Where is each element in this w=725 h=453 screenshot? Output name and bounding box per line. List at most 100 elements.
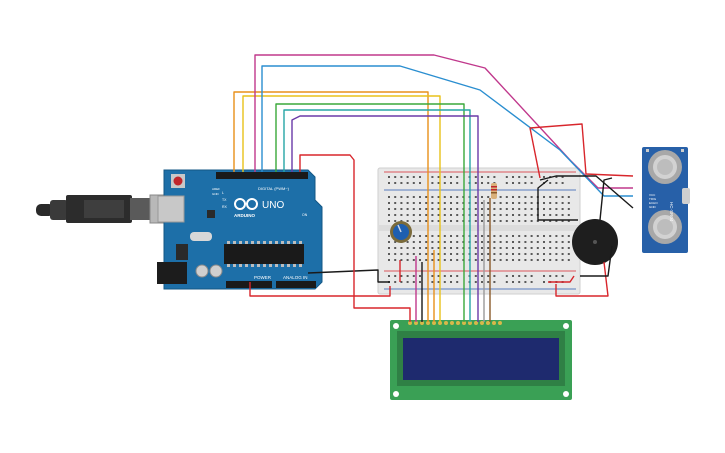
lcd-pin-header[interactable] <box>408 321 502 325</box>
breadboard-hole[interactable] <box>505 281 508 283</box>
breadboard-hole[interactable] <box>543 202 545 204</box>
breadboard-hole[interactable] <box>431 176 434 178</box>
breadboard-hole[interactable] <box>505 259 508 261</box>
breadboard-hole[interactable] <box>567 235 570 237</box>
breadboard-hole[interactable] <box>412 281 415 283</box>
breadboard-hole[interactable] <box>394 208 397 210</box>
breadboard-hole[interactable] <box>394 196 397 198</box>
breadboard-hole[interactable] <box>412 235 415 237</box>
breadboard-hole[interactable] <box>394 202 397 204</box>
breadboard-hole[interactable] <box>437 259 440 261</box>
breadboard-hole[interactable] <box>505 196 508 198</box>
breadboard-hole[interactable] <box>456 235 459 237</box>
breadboard-hole[interactable] <box>555 247 558 249</box>
breadboard-hole[interactable] <box>394 259 397 261</box>
breadboard-hole[interactable] <box>512 275 514 277</box>
breadboard-hole[interactable] <box>567 214 570 216</box>
breadboard-hole[interactable] <box>400 196 403 198</box>
breadboard-hole[interactable] <box>543 241 545 243</box>
breadboard-hole[interactable] <box>561 275 564 277</box>
breadboard-hole[interactable] <box>456 247 459 249</box>
breadboard-hole[interactable] <box>512 281 514 283</box>
breadboard-hole[interactable] <box>450 253 452 255</box>
breadboard-hole[interactable] <box>505 275 508 277</box>
breadboard-hole[interactable] <box>561 220 564 222</box>
breadboard-hole[interactable] <box>400 214 403 216</box>
breadboard-hole[interactable] <box>543 235 545 237</box>
breadboard-hole[interactable] <box>481 247 483 249</box>
breadboard-hole[interactable] <box>561 214 564 216</box>
breadboard-hole[interactable] <box>474 220 477 222</box>
breadboard-hole[interactable] <box>567 220 570 222</box>
breadboard-hole[interactable] <box>388 259 390 261</box>
breadboard-hole[interactable] <box>512 220 514 222</box>
lcd-pin[interactable] <box>498 321 502 325</box>
wires[interactable] <box>233 54 634 322</box>
breadboard-hole[interactable] <box>567 259 570 261</box>
breadboard-hole[interactable] <box>536 220 539 222</box>
breadboard-hole[interactable] <box>456 259 459 261</box>
breadboard-hole[interactable] <box>524 253 527 255</box>
breadboard-hole[interactable] <box>487 259 490 261</box>
breadboard-hole[interactable] <box>437 247 440 249</box>
breadboard-hole[interactable] <box>406 281 409 283</box>
breadboard-hole[interactable] <box>481 182 483 184</box>
breadboard-hole[interactable] <box>524 196 527 198</box>
breadboard-hole[interactable] <box>481 220 483 222</box>
breadboard-hole[interactable] <box>536 241 539 243</box>
breadboard-hole[interactable] <box>543 253 545 255</box>
breadboard-holes[interactable] <box>388 176 570 283</box>
breadboard-hole[interactable] <box>412 202 415 204</box>
breadboard-hole[interactable] <box>400 247 403 249</box>
piezo-buzzer[interactable] <box>572 219 618 265</box>
breadboard-hole[interactable] <box>555 176 558 178</box>
lcd-pin[interactable] <box>420 321 424 325</box>
breadboard-hole[interactable] <box>431 253 434 255</box>
breadboard-hole[interactable] <box>512 235 514 237</box>
breadboard-hole[interactable] <box>412 182 415 184</box>
breadboard-hole[interactable] <box>543 196 545 198</box>
breadboard-hole[interactable] <box>499 208 502 210</box>
breadboard-hole[interactable] <box>425 247 428 249</box>
breadboard-hole[interactable] <box>567 247 570 249</box>
breadboard-hole[interactable] <box>388 176 390 178</box>
breadboard-hole[interactable] <box>431 196 434 198</box>
breadboard-hole[interactable] <box>530 259 533 261</box>
breadboard-hole[interactable] <box>530 275 533 277</box>
breadboard-hole[interactable] <box>425 253 428 255</box>
breadboard-hole[interactable] <box>524 259 527 261</box>
breadboard-hole[interactable] <box>493 259 496 261</box>
breadboard-hole[interactable] <box>567 253 570 255</box>
breadboard-hole[interactable] <box>443 202 446 204</box>
breadboard-hole[interactable] <box>536 235 539 237</box>
breadboard-hole[interactable] <box>481 208 483 210</box>
lcd-pin[interactable] <box>456 321 460 325</box>
breadboard-hole[interactable] <box>450 182 452 184</box>
lcd-pin[interactable] <box>480 321 484 325</box>
breadboard-hole[interactable] <box>561 235 564 237</box>
breadboard-hole[interactable] <box>431 275 434 277</box>
breadboard-hole[interactable] <box>394 247 397 249</box>
breadboard-hole[interactable] <box>437 281 440 283</box>
breadboard-hole[interactable] <box>524 281 527 283</box>
resistor[interactable] <box>491 183 497 199</box>
breadboard-hole[interactable] <box>474 247 477 249</box>
breadboard-hole[interactable] <box>549 214 552 216</box>
breadboard-hole[interactable] <box>524 220 527 222</box>
breadboard-hole[interactable] <box>555 182 558 184</box>
breadboard-hole[interactable] <box>561 241 564 243</box>
breadboard-hole[interactable] <box>388 214 390 216</box>
breadboard-hole[interactable] <box>450 235 452 237</box>
breadboard-hole[interactable] <box>505 214 508 216</box>
breadboard-hole[interactable] <box>419 208 421 210</box>
breadboard-hole[interactable] <box>400 275 403 277</box>
breadboard-hole[interactable] <box>412 253 415 255</box>
breadboard-hole[interactable] <box>487 281 490 283</box>
breadboard-hole[interactable] <box>536 253 539 255</box>
breadboard-hole[interactable] <box>555 235 558 237</box>
breadboard-hole[interactable] <box>549 275 552 277</box>
breadboard-hole[interactable] <box>412 220 415 222</box>
breadboard-hole[interactable] <box>443 208 446 210</box>
breadboard-hole[interactable] <box>530 253 533 255</box>
breadboard-hole[interactable] <box>555 208 558 210</box>
